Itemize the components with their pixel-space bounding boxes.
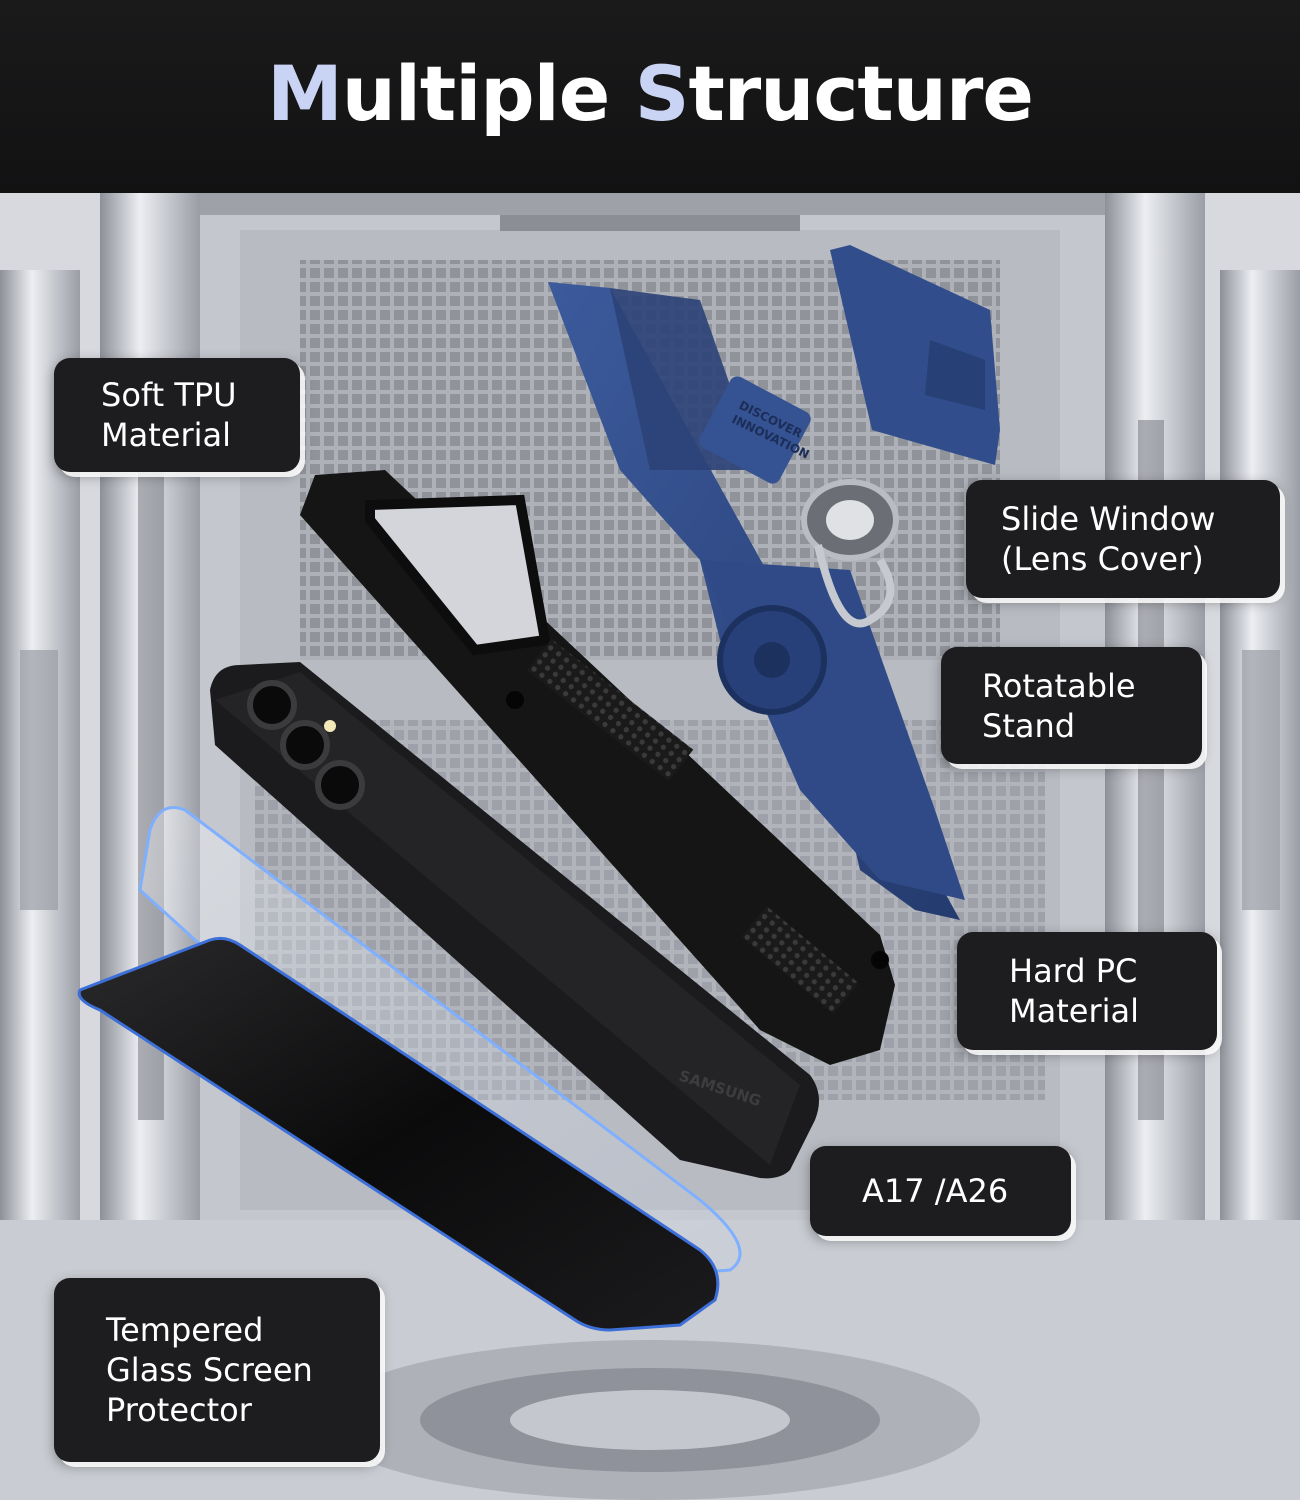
title-part-1: M bbox=[267, 49, 343, 138]
callout-line: Tempered bbox=[106, 1311, 264, 1349]
exploded-view-illustration: DISCOVER INNOVATION bbox=[0, 193, 1300, 1500]
callout-rotatable-stand: Rotatable Stand bbox=[941, 647, 1202, 764]
soft-tpu-case bbox=[300, 470, 895, 1065]
title-part-4: tructure bbox=[688, 49, 1033, 138]
callout-line: Material bbox=[101, 416, 231, 454]
callout-line: Rotatable bbox=[982, 666, 1136, 705]
callout-line: Glass Screen bbox=[106, 1351, 313, 1389]
callout-tempered-glass: Tempered Glass Screen Protector bbox=[54, 1278, 380, 1462]
product-scene: DISCOVER INNOVATION bbox=[0, 193, 1300, 1500]
callout-line: Soft TPU bbox=[101, 376, 237, 414]
callout-line: (Lens Cover) bbox=[1001, 540, 1204, 578]
header-banner: Multiple Structure bbox=[0, 0, 1300, 193]
callout-line: Hard PC bbox=[1009, 952, 1138, 990]
callout-line: Stand bbox=[982, 706, 1076, 745]
callout-slide-window: Slide Window (Lens Cover) bbox=[966, 480, 1280, 598]
callout-line: Material bbox=[1009, 992, 1139, 1030]
screen-protector bbox=[77, 936, 720, 1332]
callout-line: Slide Window bbox=[1001, 500, 1216, 538]
callout-model: A17 /A26 bbox=[810, 1146, 1071, 1236]
phone: SAMSUNG bbox=[210, 662, 819, 1179]
callout-soft-tpu-material: Soft TPU Material bbox=[54, 358, 300, 472]
callout-line: A17 /A26 bbox=[862, 1172, 1009, 1210]
callout-line: Protector bbox=[106, 1391, 252, 1429]
page-title: Multiple Structure bbox=[267, 49, 1034, 138]
title-part-2: ultiple bbox=[341, 49, 635, 138]
callout-hard-pc-material: Hard PC Material bbox=[957, 932, 1217, 1050]
title-part-3: S bbox=[634, 49, 690, 138]
lens-cover-slider bbox=[830, 245, 1000, 465]
hard-pc-case: DISCOVER INNOVATION bbox=[548, 282, 965, 920]
ring-stand bbox=[801, 479, 899, 628]
